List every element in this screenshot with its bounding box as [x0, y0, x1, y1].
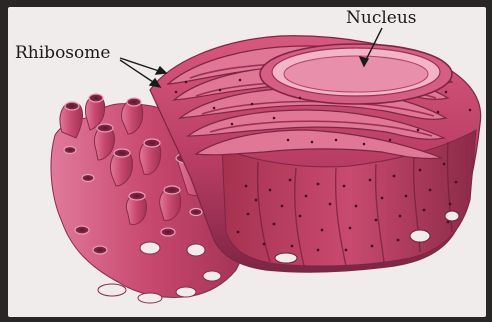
nucleus-label: Nucleus	[346, 10, 417, 27]
nucleus	[260, 44, 452, 104]
ribosome-label: Rhibosome	[15, 45, 110, 62]
